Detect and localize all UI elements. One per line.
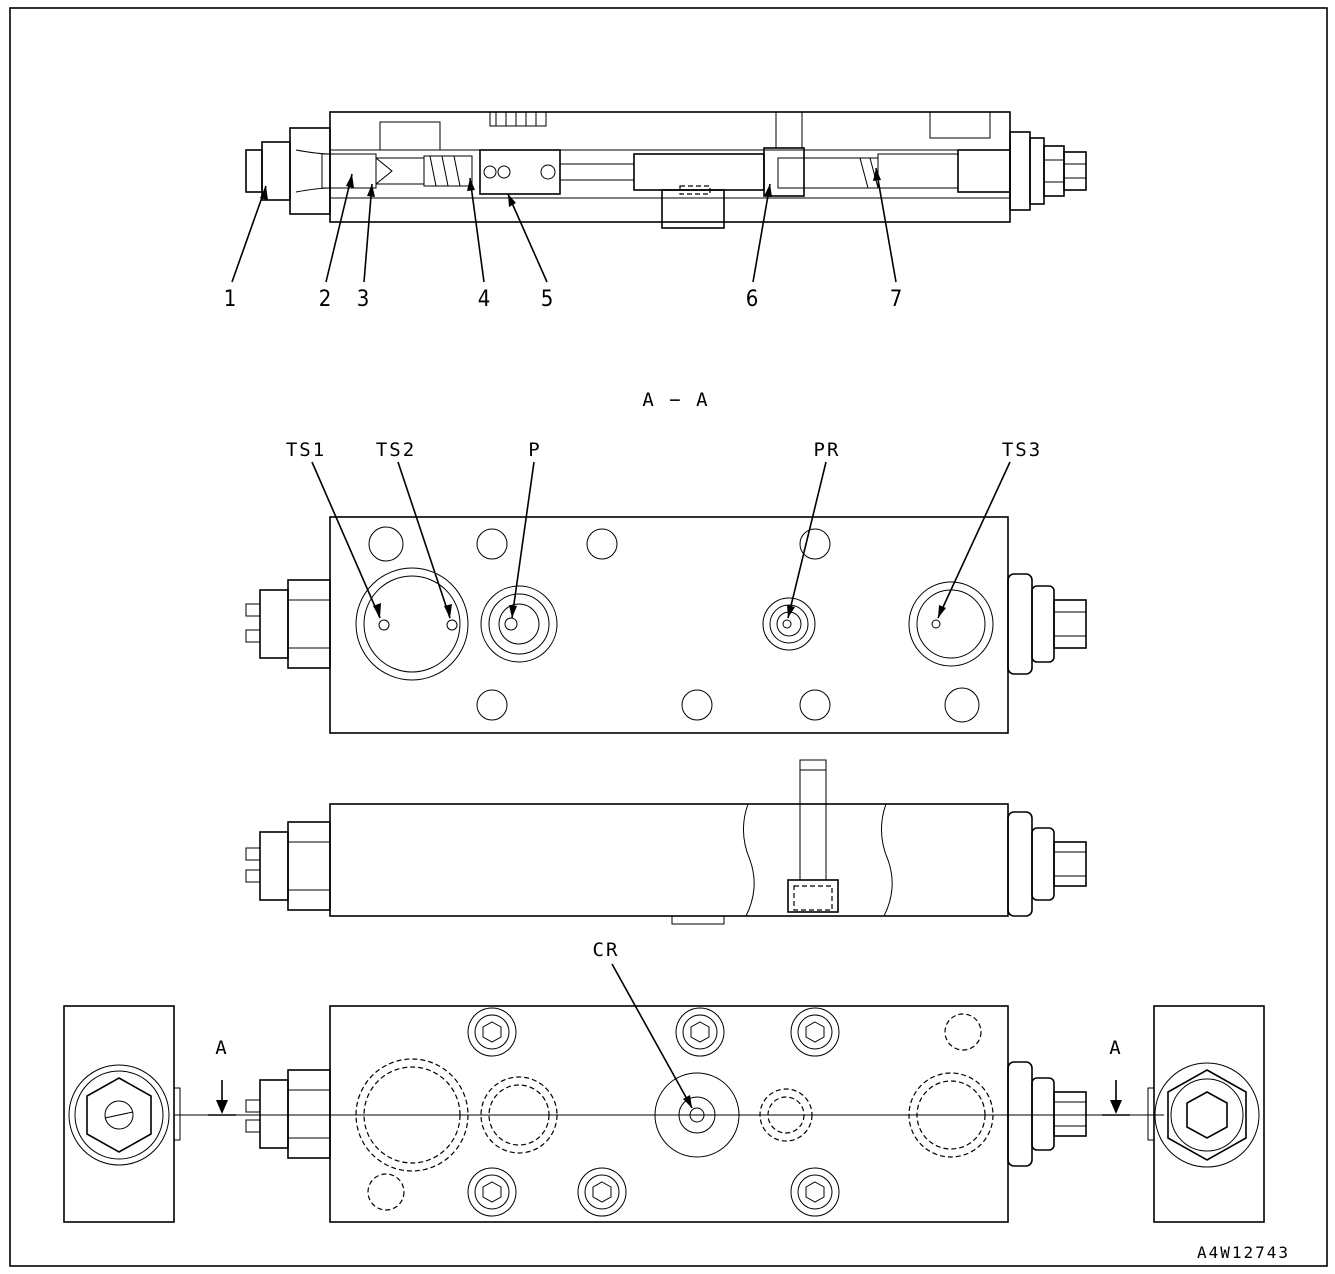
port-label-ts3: TS3 (1002, 439, 1042, 461)
left-end-view (63, 1005, 181, 1223)
part-callout-2: 2 (319, 287, 332, 312)
port-label-ts2: TS2 (376, 439, 416, 461)
part-callout-6: 6 (746, 287, 759, 312)
right-end-view (1147, 1005, 1265, 1223)
section-mark-left: A (215, 1037, 228, 1059)
part-callout-1: 1 (224, 287, 237, 312)
port-label-cr: CR (593, 939, 620, 961)
drawing-frame (9, 7, 1328, 1267)
drawing-code: A4W12743 (1197, 1243, 1290, 1262)
bottom-view (174, 1005, 1164, 1223)
section-mark-right: A (1109, 1037, 1122, 1059)
part-callout-7: 7 (890, 287, 903, 312)
port-label-pr: PR (814, 439, 841, 461)
section-title: A − A (642, 389, 709, 411)
port-leaders (311, 461, 1011, 1109)
part-callout-5: 5 (541, 287, 554, 312)
part-callout-3: 3 (357, 287, 370, 312)
front-view (245, 759, 1087, 925)
part-callout-4: 4 (478, 287, 491, 312)
part-leaders (231, 167, 897, 283)
top-view (245, 516, 1087, 734)
section-arrows (208, 1080, 1130, 1116)
port-label-ts1: TS1 (286, 439, 326, 461)
port-label-p: P (528, 439, 541, 461)
section-view-a-a (245, 111, 1087, 229)
